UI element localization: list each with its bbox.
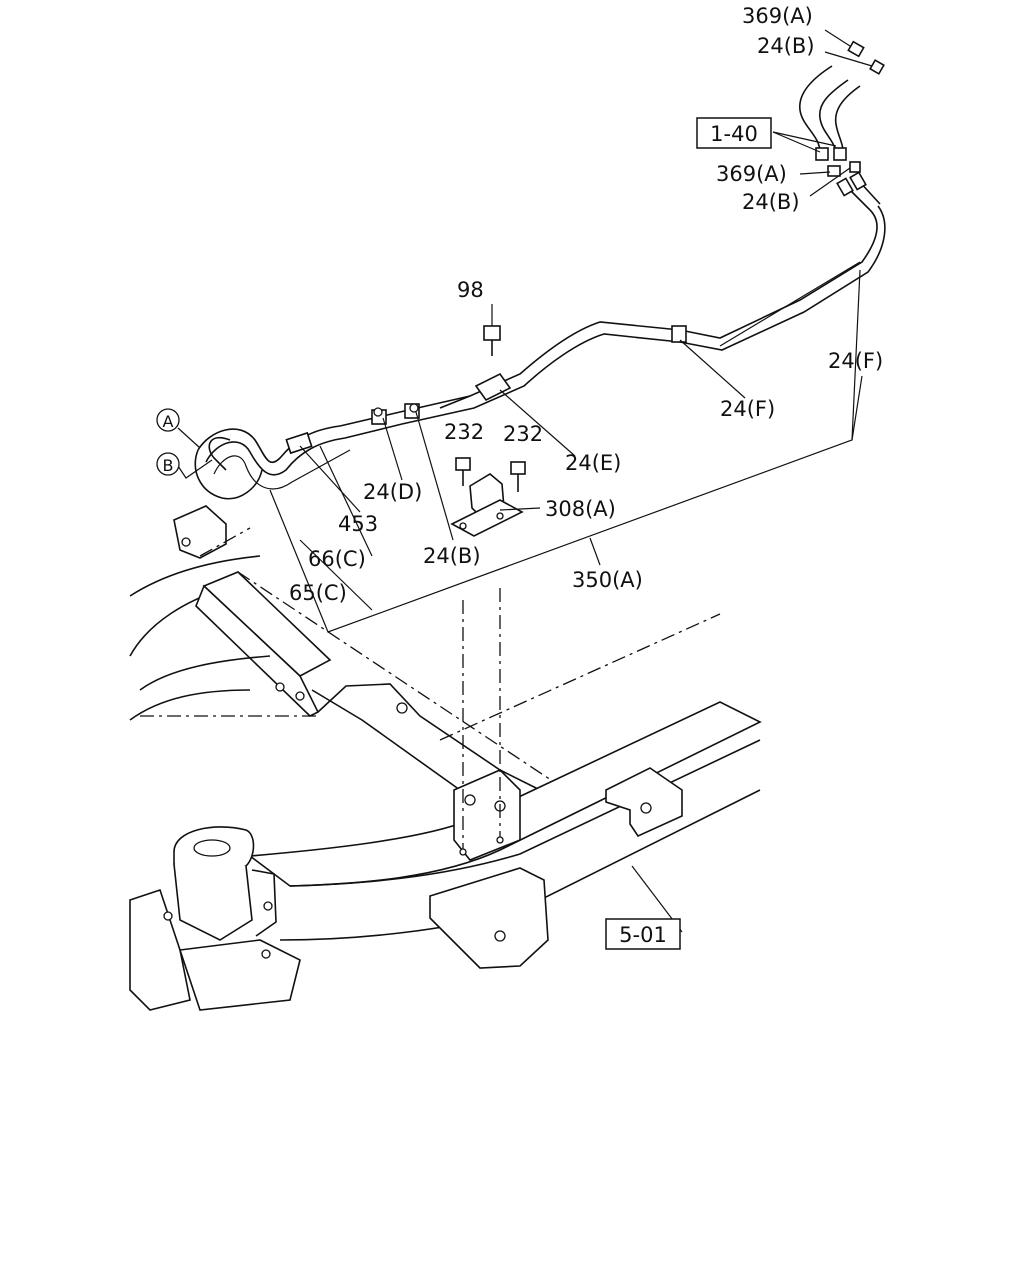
callout-24b-low: 24(B)	[423, 544, 481, 568]
callout-350a: 350(A)	[572, 568, 643, 592]
pipe-pan-outline	[269, 269, 861, 633]
callout-24b-mid: 24(B)	[742, 190, 800, 214]
callout-66c: 66(C)	[308, 547, 366, 571]
callout-369a-top: 369(A)	[742, 4, 813, 28]
vehicle-frame	[129, 505, 762, 1011]
marker-b-circle	[156, 452, 180, 476]
callout-24f-right: 24(F)	[828, 349, 883, 373]
callout-65c: 65(C)	[289, 581, 347, 605]
callout-232-right: 232	[503, 422, 543, 446]
callout-453: 453	[338, 512, 378, 536]
callout-24d: 24(D)	[363, 480, 422, 504]
marker-a-circle	[156, 408, 180, 432]
callout-308a: 308(A)	[545, 497, 616, 521]
callout-24f-mid: 24(F)	[720, 397, 775, 421]
ref-box-1-40	[696, 117, 772, 149]
callout-24b-top: 24(B)	[757, 34, 815, 58]
callout-5-01: 5-01	[619, 923, 667, 947]
callout-98: 98	[457, 278, 484, 302]
callout-24e: 24(E)	[565, 451, 621, 475]
callout-1-40: 1-40	[710, 122, 758, 146]
marker-a: A	[163, 412, 174, 431]
callout-232-left: 232	[444, 420, 484, 444]
marker-b: B	[163, 456, 174, 475]
callout-369a-mid: 369(A)	[716, 162, 787, 186]
ref-box-5-01	[605, 918, 681, 950]
fuel-pipe-assembly	[194, 40, 886, 537]
